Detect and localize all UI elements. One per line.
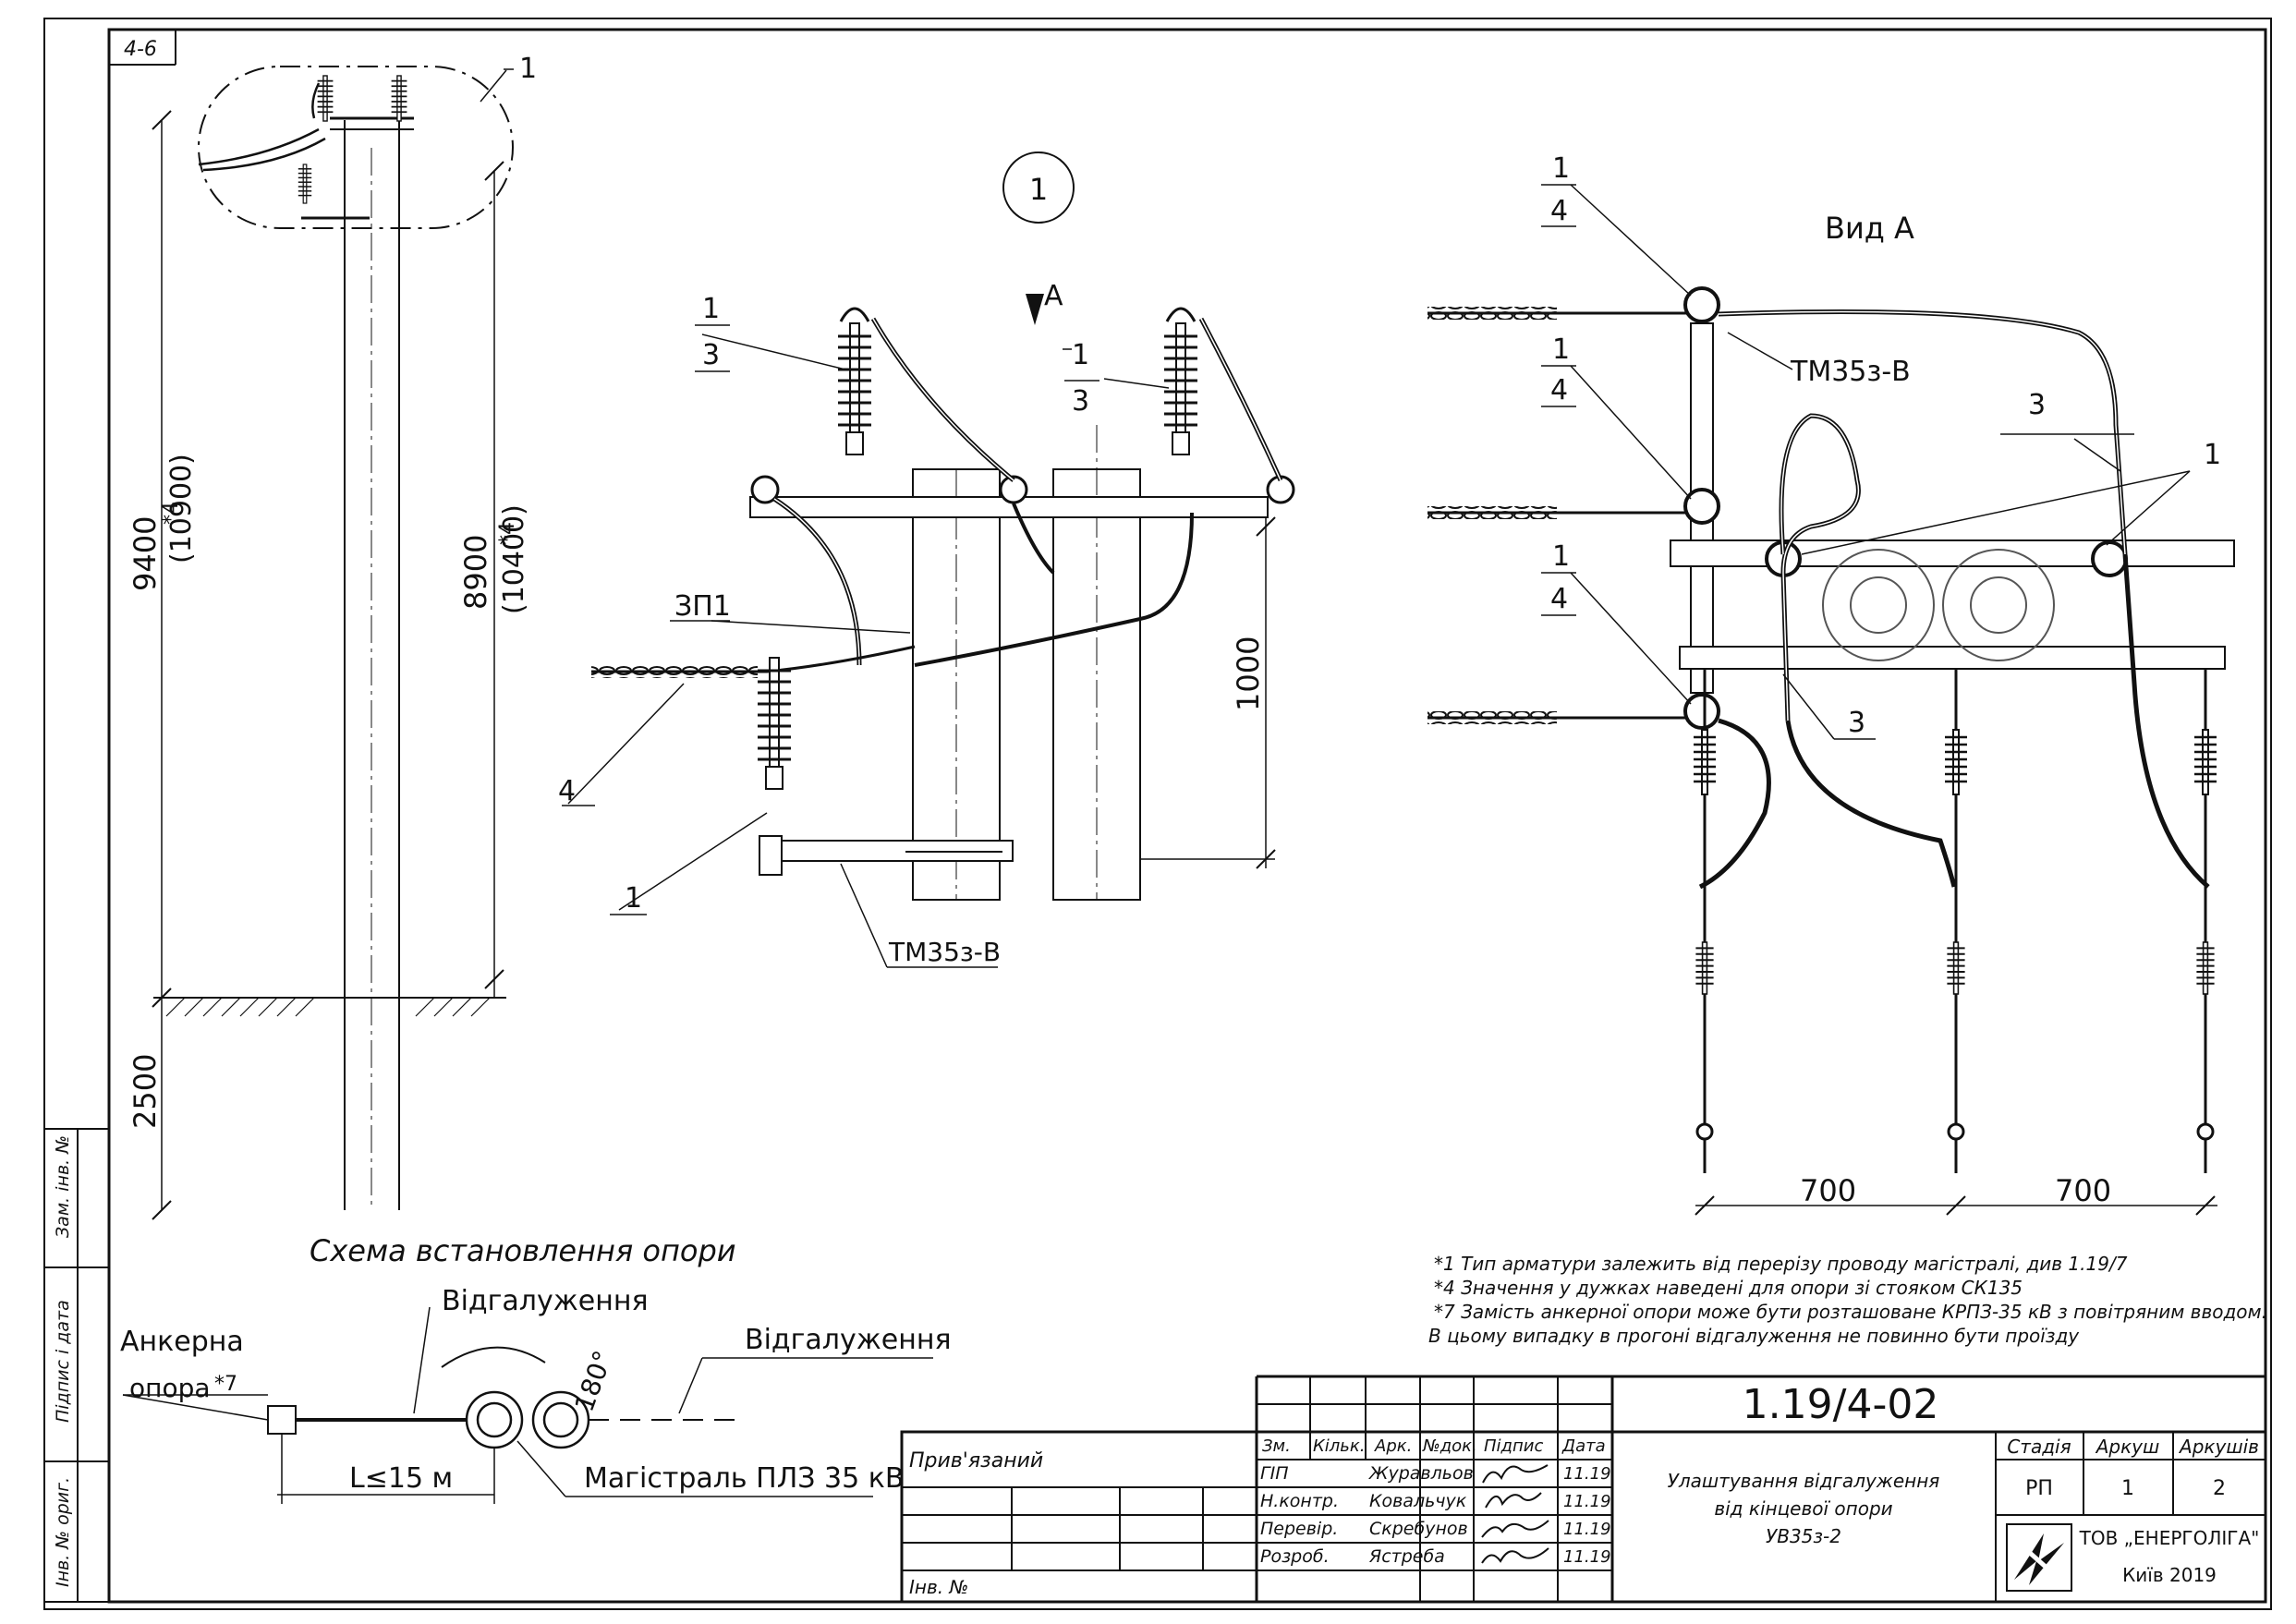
callout-4-bottom: 4 (1550, 583, 1568, 615)
desc-line-2: від кінцевої опори (1714, 1497, 1892, 1520)
label-zp1: ЗП1 (674, 590, 731, 623)
role-1: Н.контр. (1260, 1491, 1339, 1511)
signature-0 (1482, 1464, 1549, 1484)
hdr-qty: Кільк. (1313, 1436, 1366, 1456)
callout-3-left-ins: 3 (702, 339, 720, 371)
label-tm35-view: ТМ35з-В (1790, 356, 1911, 388)
date-1: 11.19 (1563, 1492, 1611, 1511)
scheme-main-line: Магістраль ПЛЗ 35 кВ (584, 1462, 904, 1495)
callout-1-bottom: 1 (1552, 540, 1570, 573)
note-4: В цьому випадку в прогоні відгалуження н… (1428, 1325, 2080, 1347)
callout-3-view-upper: 3 (2028, 389, 2046, 421)
signature-2 (1481, 1520, 1549, 1538)
sheet-value: 1 (2121, 1477, 2134, 1500)
role-2: Перевір. (1260, 1519, 1338, 1539)
label-tm35-detail: ТМ35з-В (888, 937, 1001, 967)
scheme-branch-1: Відгалуження (442, 1285, 649, 1317)
callout-4-mid: 4 (1550, 374, 1568, 406)
dim-star-4b: *4 (496, 522, 519, 545)
role-0: ГІП (1260, 1463, 1288, 1484)
dim-700-left: 700 (1800, 1173, 1856, 1208)
callout-1-mid: 1 (1552, 333, 1570, 366)
name-0: Журавльов (1368, 1463, 1474, 1484)
callout-1-view-right: 1 (2204, 439, 2221, 471)
sheet-code: 4-6 (124, 38, 157, 61)
callout-4-wire: 4 (558, 775, 576, 807)
scheme-anchor-line2: опора (129, 1373, 211, 1403)
inner-frame (107, 28, 2267, 1604)
sheets-value: 2 (2213, 1477, 2226, 1500)
callout-1-scheme: 1 (519, 53, 537, 85)
scheme-anchor-line1: Анкерна (120, 1326, 244, 1358)
date-3: 11.19 (1563, 1547, 1611, 1567)
doc-code: 1.19/4-02 (1743, 1381, 1939, 1428)
hdr-change: Зм. (1262, 1436, 1291, 1456)
dim-2500: 2500 (128, 1054, 163, 1129)
dim-9400: 9400 (128, 516, 163, 591)
note-1: *1 Тип арматури залежить від перерізу пр… (1434, 1253, 2128, 1275)
name-3: Ястреба (1368, 1546, 1445, 1567)
signature-rows: ГІП Журавльов 11.19 Н.контр. Ковальчук 1… (1260, 1463, 1611, 1567)
callout-4-top: 4 (1550, 195, 1568, 227)
label-view-a: Вид А (1825, 211, 1914, 246)
date-0: 11.19 (1563, 1464, 1611, 1484)
detail-1 (562, 151, 1295, 968)
dim-10900: (10900) (165, 454, 198, 564)
role-3: Розроб. (1260, 1546, 1330, 1567)
stamp-replace-inv: Зам. інв. № (53, 1135, 73, 1238)
signature-1 (1485, 1492, 1542, 1509)
hdr-doc: №док. (1422, 1436, 1477, 1456)
signature-3 (1481, 1547, 1549, 1564)
dim-star-4a: *4 (160, 502, 183, 525)
note-2: *4 Значення у дужках наведені для опори … (1434, 1277, 2023, 1299)
scheme-branch-2: Відгалуження (745, 1324, 952, 1356)
scheme-anchor-star: *7 (214, 1373, 237, 1396)
dim-10400: (10400) (498, 504, 530, 614)
scheme-length: L≤15 м (349, 1462, 453, 1495)
callout-1-lower-ins: 1 (625, 882, 642, 915)
sheet-header: Аркуш (2095, 1436, 2160, 1458)
title-block (900, 1375, 2267, 1604)
date-2: 11.19 (1563, 1520, 1611, 1539)
scheme-title: Схема встановлення опори (310, 1233, 736, 1268)
stamp-sign-date: Підпис і дата (53, 1300, 73, 1423)
installation-scheme (122, 1306, 933, 1504)
callout-3-view-lower: 3 (1848, 707, 1865, 739)
stamp-inv-orig: Інв. № ориг. (53, 1477, 73, 1587)
callout-3-right-ins: 3 (1072, 385, 1089, 418)
stage-value: РП (2025, 1477, 2053, 1500)
callout-1-left-ins: 1 (702, 293, 720, 325)
view-a-arrow-label: A (1044, 280, 1063, 312)
name-2: Скребунов (1369, 1519, 1468, 1539)
dim-1000: 1000 (1231, 636, 1266, 711)
outer-frame (43, 18, 2272, 1610)
company-city: Київ 2019 (2122, 1564, 2217, 1586)
stage-header: Стадія (2007, 1436, 2071, 1458)
dim-8900: 8900 (458, 535, 493, 610)
attached-label: Прив'язаний (909, 1449, 1043, 1473)
desc-line-3: УВ35з-2 (1766, 1525, 1841, 1547)
dim-700-right: 700 (2055, 1173, 2111, 1208)
detail-1-marker: 1 (1029, 172, 1048, 207)
callout-1-right-ins: 1 (1072, 339, 1089, 371)
sheets-header: Аркушів (2178, 1436, 2259, 1458)
name-1: Ковальчук (1369, 1491, 1467, 1511)
callout-1-top: 1 (1552, 152, 1570, 185)
hdr-date: Дата (1561, 1436, 1606, 1456)
pole-elevation (152, 66, 514, 1220)
desc-line-1: Улаштування відгалуження (1668, 1470, 1940, 1492)
inv-no-label: Інв. № (909, 1576, 968, 1598)
note-3: *7 Замість анкерної опори може бути розт… (1434, 1301, 2267, 1323)
company-name: ТОВ „ЕНЕРГОЛІГА" (2079, 1527, 2260, 1549)
side-stamp: Інв. № ориг. Підпис і дата Зам. інв. № (43, 1128, 110, 1603)
hdr-sign: Підпис (1484, 1436, 1543, 1456)
view-a (1427, 184, 2235, 1216)
scheme-angle: 180° (569, 1347, 619, 1416)
hdr-sheet: Арк. (1374, 1436, 1412, 1456)
